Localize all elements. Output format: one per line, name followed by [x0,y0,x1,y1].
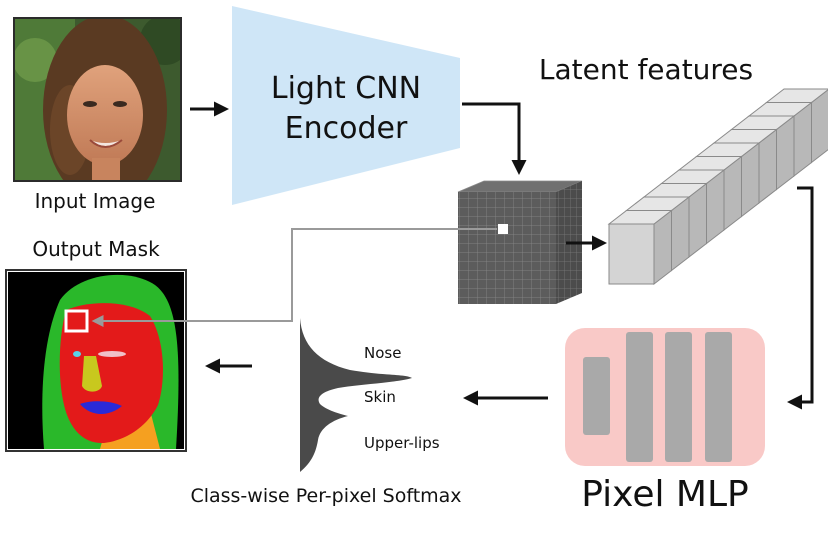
encoder-trapezoid [232,6,460,205]
output-mask-label: Output Mask [32,237,160,261]
pixel-mlp-label: Pixel MLP [581,474,749,515]
feature-cube [457,180,583,304]
arrow-down-icon [462,102,527,175]
selected-pixel-marker [498,224,508,234]
arrow-left-icon [787,186,814,410]
class-label-nose: Nose [364,344,401,362]
mlp-layer-4 [705,332,732,462]
input-image-label: Input Image [35,189,156,213]
input-image [13,17,182,182]
class-label-skin: Skin [364,388,396,406]
latent-feature-column [607,88,828,286]
pixel-correspondence-line [91,228,497,327]
mlp-layer-1 [583,357,610,435]
mlp-layer-2 [626,332,653,462]
encoder-label-line1: Light CNN [271,71,421,106]
latent-features-label: Latent features [539,53,753,86]
softmax-distribution [300,318,412,472]
latent-cube-front [608,223,655,285]
softmax-label: Class-wise Per-pixel Softmax [190,485,461,507]
encoder-label-line2: Encoder [285,111,408,146]
selected-pixel-box [64,309,89,333]
mlp-layer-3 [665,332,692,462]
output-mask [5,269,187,452]
class-label-upper-lips: Upper-lips [364,434,440,452]
